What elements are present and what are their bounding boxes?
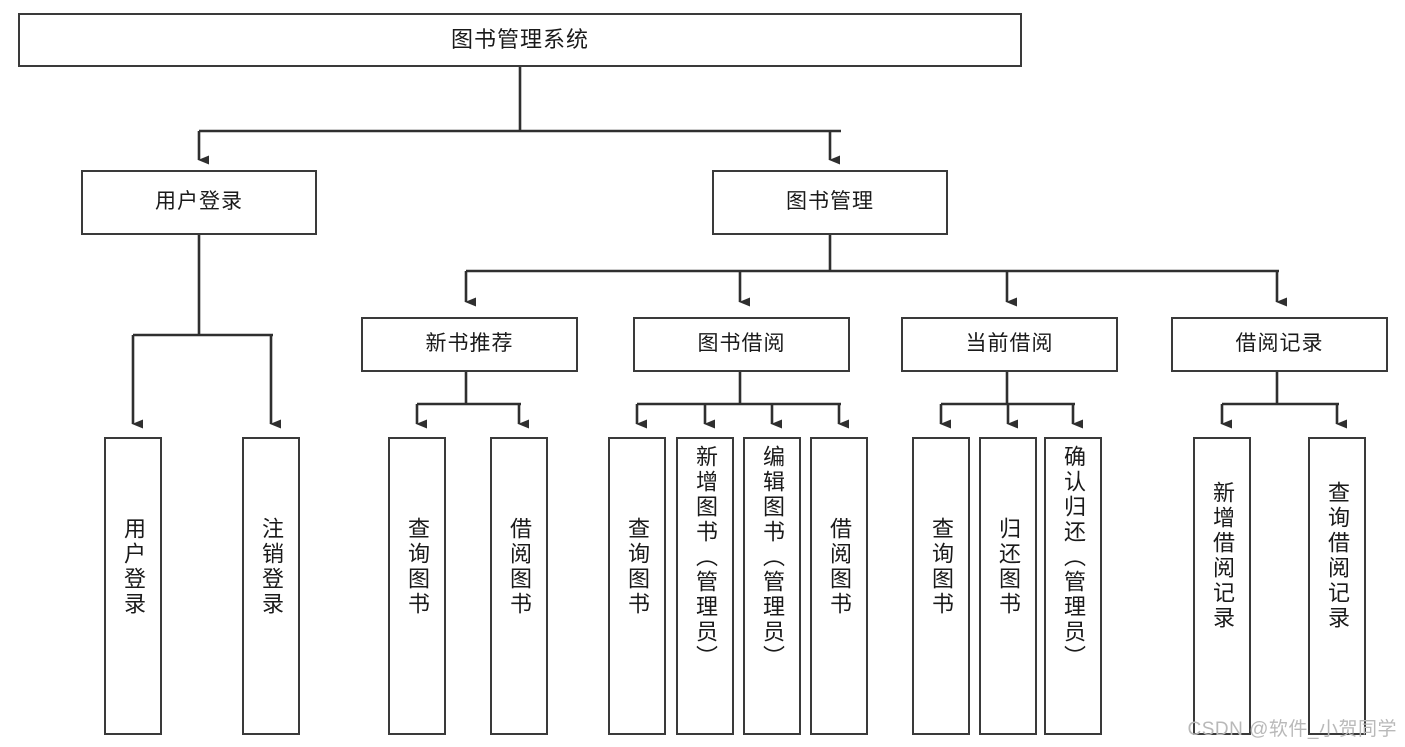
node-new-book-recommend[interactable]: 新书推荐 xyxy=(361,317,578,372)
node-label: 图书借阅 xyxy=(697,332,786,356)
leaf-return-book[interactable]: 归还图书 xyxy=(979,437,1037,735)
node-label: 用户登录 xyxy=(121,517,146,617)
leaf-confirm-return[interactable]: 确认归还（管理员） xyxy=(1044,437,1102,735)
leaf-borrow-book-2[interactable]: 借阅图书 xyxy=(810,437,868,735)
leaf-add-book[interactable]: 新增图书（管理员） xyxy=(676,437,734,735)
node-label: 编辑图书（管理员） xyxy=(760,445,785,670)
node-label: 借阅图书 xyxy=(507,517,532,617)
leaf-logout-login[interactable]: 注销登录 xyxy=(242,437,300,735)
node-label: 查询图书 xyxy=(929,517,954,617)
node-label: 新增图书（管理员） xyxy=(693,445,718,670)
node-label: 新增借阅记录 xyxy=(1210,481,1235,631)
node-label: 借阅记录 xyxy=(1235,332,1324,356)
leaf-user-login[interactable]: 用户登录 xyxy=(104,437,162,735)
leaf-borrow-book-1[interactable]: 借阅图书 xyxy=(490,437,548,735)
node-label: 用户登录 xyxy=(155,190,243,214)
node-label: 借阅图书 xyxy=(827,517,852,617)
watermark-text: CSDN @软件_小贺同学 xyxy=(1187,719,1397,740)
node-label: 当前借阅 xyxy=(965,332,1054,356)
node-label: 图书管理系统 xyxy=(450,27,589,53)
leaf-query-book-3[interactable]: 查询图书 xyxy=(912,437,970,735)
leaf-query-book-1[interactable]: 查询图书 xyxy=(388,437,446,735)
node-label: 查询借阅记录 xyxy=(1325,481,1350,631)
leaf-add-record[interactable]: 新增借阅记录 xyxy=(1193,437,1251,735)
node-label: 图书管理 xyxy=(786,190,874,214)
node-current-borrow[interactable]: 当前借阅 xyxy=(901,317,1118,372)
node-label: 确认归还（管理员） xyxy=(1061,445,1086,670)
node-label: 新书推荐 xyxy=(425,332,514,356)
leaf-edit-book[interactable]: 编辑图书（管理员） xyxy=(743,437,801,735)
node-label: 查询图书 xyxy=(405,517,430,617)
node-root-system[interactable]: 图书管理系统 xyxy=(18,13,1022,67)
leaf-query-book-2[interactable]: 查询图书 xyxy=(608,437,666,735)
node-borrow-record[interactable]: 借阅记录 xyxy=(1171,317,1388,372)
leaf-query-record[interactable]: 查询借阅记录 xyxy=(1308,437,1366,735)
node-book-manage[interactable]: 图书管理 xyxy=(712,170,948,235)
node-label: 注销登录 xyxy=(259,517,284,617)
node-user-login[interactable]: 用户登录 xyxy=(81,170,317,235)
node-book-borrow[interactable]: 图书借阅 xyxy=(633,317,850,372)
node-label: 归还图书 xyxy=(996,517,1021,617)
node-label: 查询图书 xyxy=(625,517,650,617)
